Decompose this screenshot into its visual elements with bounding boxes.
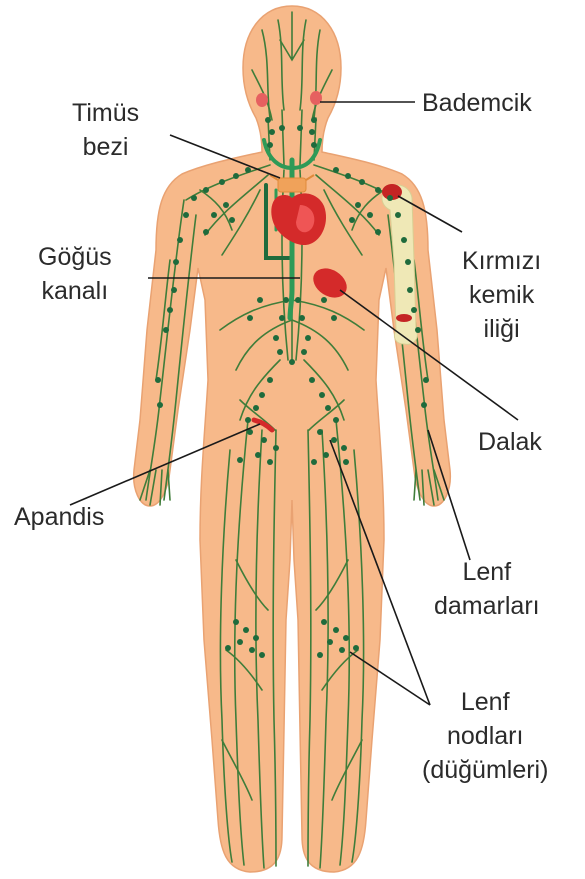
lymph-node-dot <box>277 349 283 355</box>
lymph-node-dot <box>323 452 329 458</box>
lymph-node-dot <box>309 377 315 383</box>
lymph-node-dot <box>259 392 265 398</box>
lymph-node-dot <box>273 445 279 451</box>
lymph-node-dot <box>155 377 161 383</box>
lymph-node-dot <box>349 217 355 223</box>
lymph-node-dot <box>279 125 285 131</box>
lymph-node-dot <box>331 437 337 443</box>
lymph-node-dot <box>317 429 323 435</box>
lymph-node-dot <box>309 129 315 135</box>
lymph-node-dot <box>211 212 217 218</box>
lymph-node-dot <box>423 377 429 383</box>
lymph-node-dot <box>299 315 305 321</box>
body-silhouette <box>134 6 451 872</box>
lymph-node-dot <box>191 195 197 201</box>
lymph-node-dot <box>411 307 417 313</box>
lymph-node-dot <box>331 315 337 321</box>
lymph-node-dot <box>203 229 209 235</box>
lymph-node-dot <box>317 652 323 658</box>
lymph-node-dot <box>415 327 421 333</box>
lymph-node-dot <box>237 457 243 463</box>
lymph-node-dot <box>311 117 317 123</box>
lymph-node-dot <box>339 647 345 653</box>
lymph-node-dot <box>257 297 263 303</box>
lymph-node-dot <box>229 217 235 223</box>
lymph-node-dot <box>421 402 427 408</box>
lymph-node-dot <box>203 187 209 193</box>
lymph-node-dot <box>261 437 267 443</box>
lymph-node-dot <box>253 635 259 641</box>
lymph-node-dot <box>327 639 333 645</box>
lymph-node-dot <box>267 459 273 465</box>
lymph-node-dot <box>247 315 253 321</box>
lymph-node-dot <box>219 179 225 185</box>
lymph-node-dot <box>245 167 251 173</box>
lymph-node-dot <box>353 645 359 651</box>
lymph-node-dot <box>375 187 381 193</box>
lymph-node-dot <box>321 297 327 303</box>
lymph-node-dot <box>267 377 273 383</box>
lymph-node-dot <box>245 417 251 423</box>
lymph-node-dot <box>269 129 275 135</box>
lymph-node-dot <box>345 173 351 179</box>
lymph-node-dot <box>311 142 317 148</box>
lymph-node-dot <box>405 259 411 265</box>
lymph-node-dot <box>401 237 407 243</box>
lymph-node-dot <box>305 335 311 341</box>
lymph-node-dot <box>301 349 307 355</box>
lymph-node-dot <box>395 212 401 218</box>
lymph-node-dot <box>183 212 189 218</box>
lymph-node-dot <box>157 402 163 408</box>
lymph-node-dot <box>333 627 339 633</box>
lymph-node-dot <box>333 417 339 423</box>
lymph-node-dot <box>233 619 239 625</box>
lymph-node-dot <box>343 459 349 465</box>
lymph-node-dot <box>173 259 179 265</box>
lymph-node-dot <box>355 202 361 208</box>
lymph-node-dot <box>265 117 271 123</box>
lymph-node-dot <box>343 635 349 641</box>
lymph-node-dot <box>163 327 169 333</box>
lymph-node-dot <box>249 647 255 653</box>
lymph-node-dot <box>283 297 289 303</box>
label-dalak: Dalak <box>478 425 542 459</box>
lymph-node-dot <box>321 619 327 625</box>
lymph-node-dot <box>273 335 279 341</box>
lymph-node-dot <box>297 125 303 131</box>
lymph-node-dot <box>279 315 285 321</box>
lymph-node-dot <box>267 142 273 148</box>
lymph-node-dot <box>225 645 231 651</box>
label-apandis: Apandis <box>14 500 104 534</box>
lymph-node-dot <box>333 167 339 173</box>
lymph-node-dot <box>171 287 177 293</box>
lymph-node-dot <box>387 195 393 201</box>
lymph-node-dot <box>259 652 265 658</box>
lymph-node-dot <box>311 459 317 465</box>
lymph-node-dot <box>243 627 249 633</box>
lymph-node-dot <box>341 445 347 451</box>
lymph-node-dot <box>177 237 183 243</box>
lymph-node-dot <box>255 452 261 458</box>
lymph-node-dot <box>325 405 331 411</box>
lymph-node-dot <box>237 639 243 645</box>
lymph-node-dot <box>233 173 239 179</box>
lymph-node-dot <box>375 229 381 235</box>
lymph-node-dot <box>295 297 301 303</box>
red-bone-marrow-bottom <box>396 314 412 322</box>
lymph-node-dot <box>223 202 229 208</box>
lymph-node-dot <box>319 392 325 398</box>
lymph-node-dot <box>367 212 373 218</box>
lymph-node-dot <box>407 287 413 293</box>
label-bademcik: Bademcik <box>422 86 532 120</box>
lymph-node-dot <box>167 307 173 313</box>
lymph-node-dot <box>289 359 295 365</box>
lymph-node-dot <box>359 179 365 185</box>
lymph-node-dot <box>253 405 259 411</box>
